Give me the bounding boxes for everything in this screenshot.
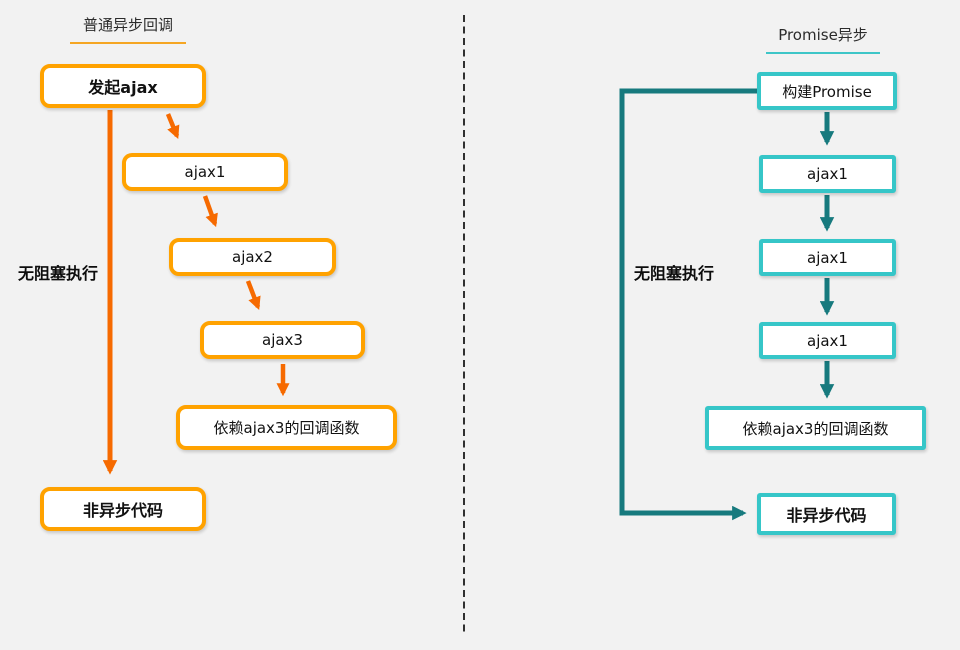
left-noblock-label: 无阻塞执行 [18,264,99,283]
arrow-start-to-ajax1 [165,113,180,140]
node-right-callback: 依赖ajax3的回调函数 [705,406,926,450]
left-flow-title: 普通异步回调 [70,14,186,44]
node-right-ajax1-first: ajax1 [759,155,896,193]
node-left-callback: 依赖ajax3的回调函数 [176,405,397,450]
node-right-ajax1-third: ajax1 [759,322,896,359]
node-build-promise: 构建Promise [757,72,897,110]
node-left-ajax3: ajax3 [200,321,365,359]
right-noblock-label: 无阻塞执行 [634,264,715,283]
node-left-ajax1: ajax1 [122,153,288,191]
node-start-ajax: 发起ajax [40,64,206,108]
node-left-sync-code: 非异步代码 [40,487,206,531]
arrow-ajax1-to-ajax2 [202,195,218,228]
arrow-ajax2-to-ajax3 [245,280,261,311]
node-right-ajax1-second: ajax1 [759,239,896,276]
arrow-right-noblock-branch [619,88,757,521]
right-flow-title: Promise异步 [766,24,880,54]
node-right-sync-code: 非异步代码 [757,493,896,535]
node-left-ajax2: ajax2 [169,238,336,276]
